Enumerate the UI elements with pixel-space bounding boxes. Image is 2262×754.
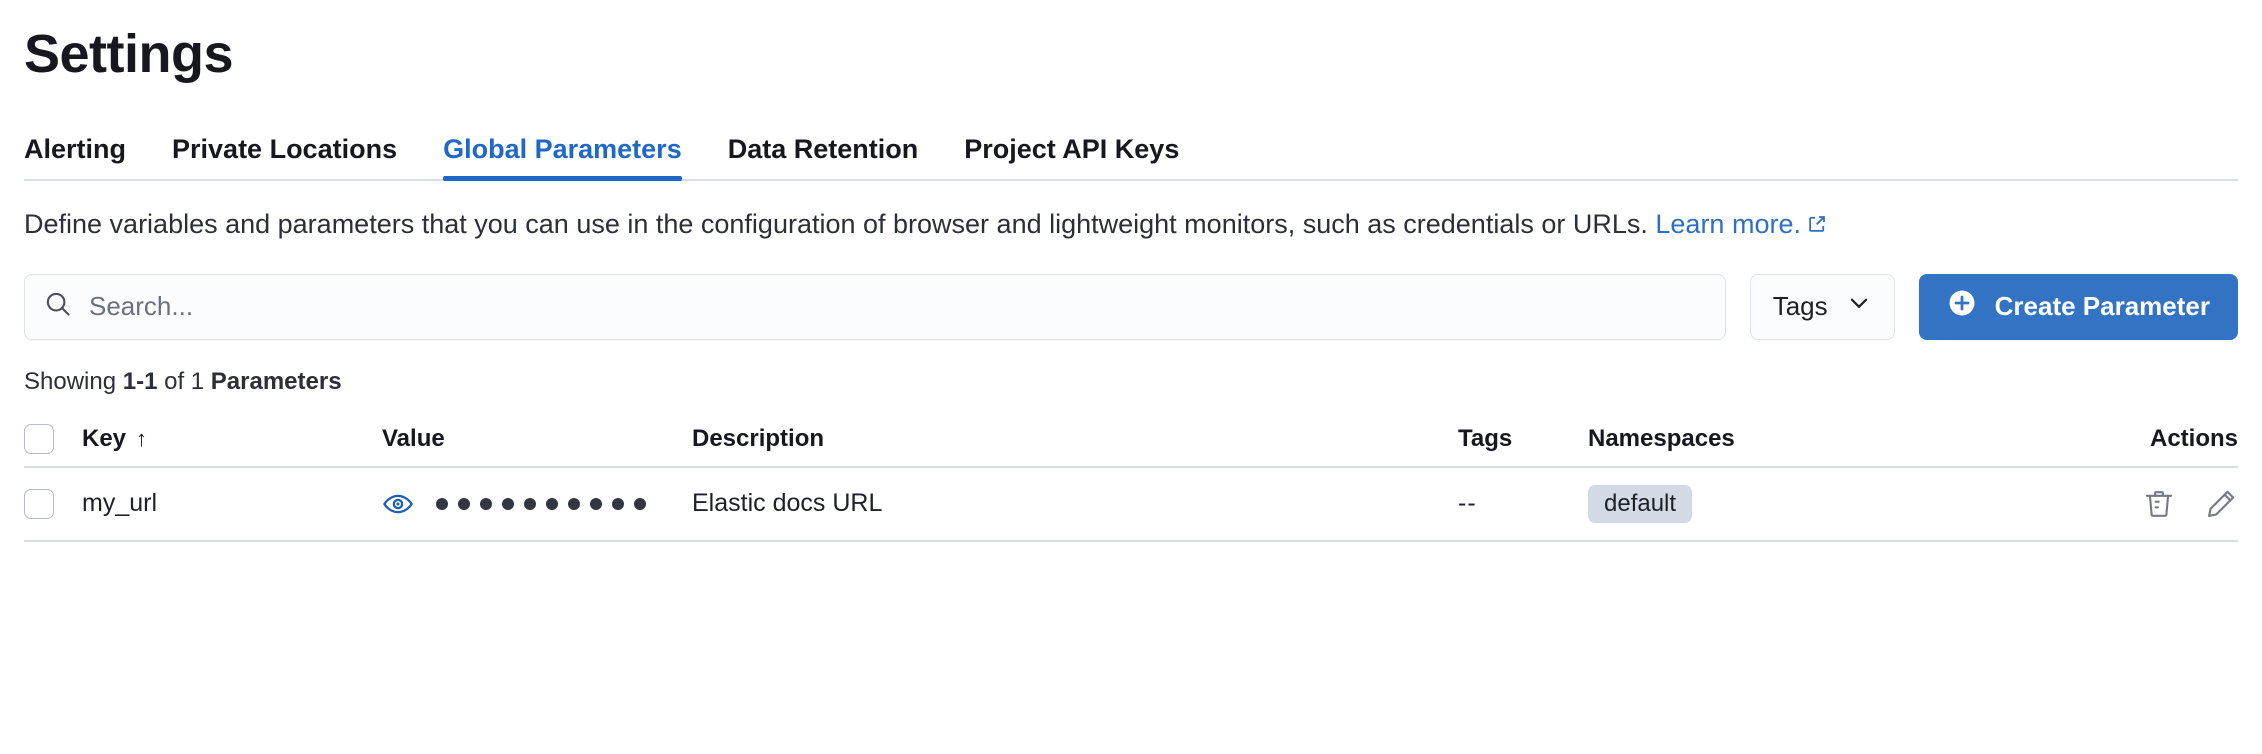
sort-ascending-icon: ↑ [136,425,148,451]
select-all-cell [24,423,82,454]
column-header-key-label: Key [82,424,127,452]
cell-actions [2048,487,2238,521]
page-description: Define variables and parameters that you… [24,207,2238,242]
plus-circle-icon [1947,288,1977,325]
tab-project-api-keys[interactable]: Project API Keys [964,133,1180,164]
results-count: Showing 1-1 of 1 Parameters [24,368,2238,396]
pencil-icon[interactable] [2204,487,2238,521]
tags-filter-label: Tags [1772,291,1828,322]
column-header-description[interactable]: Description [692,424,825,452]
search-input[interactable]: Search... [24,273,1726,340]
cell-description: Elastic docs URL [692,489,883,518]
learn-more-label: Learn more. [1655,208,1801,239]
create-parameter-label: Create Parameter [1994,291,2210,322]
cell-value [382,488,692,520]
table-header-row: Key ↑ Value Description Tags Namespaces … [24,412,2238,468]
parameters-table: Key ↑ Value Description Tags Namespaces … [24,412,2238,542]
search-placeholder: Search... [89,291,194,322]
trash-icon[interactable] [2142,487,2176,521]
namespace-badge: default [1588,484,1693,523]
create-parameter-button[interactable]: Create Parameter [1918,273,2238,340]
results-middle: of 1 [157,367,211,395]
masked-value [436,497,646,510]
row-select-checkbox[interactable] [24,488,54,519]
learn-more-link[interactable]: Learn more. [1655,209,1801,239]
tags-filter-button[interactable]: Tags [1749,273,1895,340]
table-row: my_url Elastic docs URL -- [24,468,2238,542]
column-header-actions: Actions [2149,424,2238,452]
column-header-value[interactable]: Value [382,424,445,452]
column-header-namespaces[interactable]: Namespaces [1588,424,1735,452]
column-header-tags[interactable]: Tags [1458,424,1513,452]
cell-key: my_url [82,489,158,518]
results-range: 1-1 [122,367,158,395]
results-prefix: Showing [24,367,123,395]
tab-alerting[interactable]: Alerting [24,133,127,164]
chevron-down-icon [1846,290,1872,323]
search-icon [43,289,73,324]
description-text: Define variables and parameters that you… [24,208,1648,239]
eye-icon[interactable] [382,488,414,520]
page-title: Settings [24,24,234,84]
controls-row: Search... Tags Create Parameter [24,273,2238,340]
select-all-checkbox[interactable] [24,423,54,454]
external-link-icon [1807,208,1827,242]
column-header-key[interactable]: Key ↑ [82,425,382,453]
cell-tags: -- [1458,489,1477,518]
results-noun: Parameters [210,367,342,395]
tab-global-parameters[interactable]: Global Parameters [443,134,682,181]
row-select-cell [24,488,82,519]
settings-tabs: Alerting Private Locations Global Parame… [24,123,2238,181]
cell-namespaces: default [1588,484,2048,523]
tab-data-retention[interactable]: Data Retention [727,133,919,164]
tab-private-locations[interactable]: Private Locations [172,133,398,164]
